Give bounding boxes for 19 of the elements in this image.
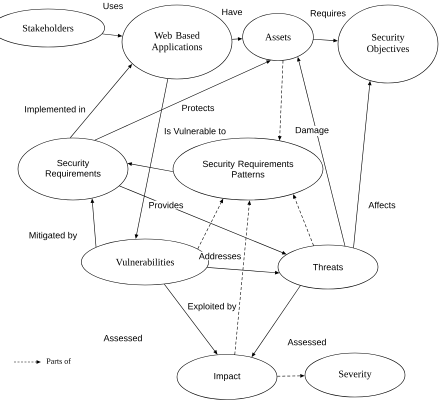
ellipse-node: Security Requirements Patterns xyxy=(172,138,324,200)
edge-label: Implemented in xyxy=(23,104,87,116)
edge-label: Affects xyxy=(367,200,397,210)
edge-label: Mitigated by xyxy=(28,230,78,242)
ellipse-node: Threats xyxy=(278,244,378,290)
note-text: Assessed xyxy=(104,334,142,342)
edge-label: Protects xyxy=(180,104,216,112)
edge-label: Is Vulnerable to xyxy=(163,126,227,136)
arrow xyxy=(206,267,280,274)
edge-label: Exploited by xyxy=(186,302,238,312)
edge-label: Addresses xyxy=(198,252,242,260)
edge-label: Provides xyxy=(148,200,184,210)
edge-label: Assessed xyxy=(286,338,328,346)
ellipse-node: Severity xyxy=(304,352,406,398)
ellipse-node: Impact xyxy=(176,354,278,400)
dashed-arrow xyxy=(197,198,224,250)
ellipse-node: Security Requirements xyxy=(18,138,128,200)
edge-label: Uses xyxy=(102,2,124,10)
edge-label: Damage xyxy=(294,126,330,136)
